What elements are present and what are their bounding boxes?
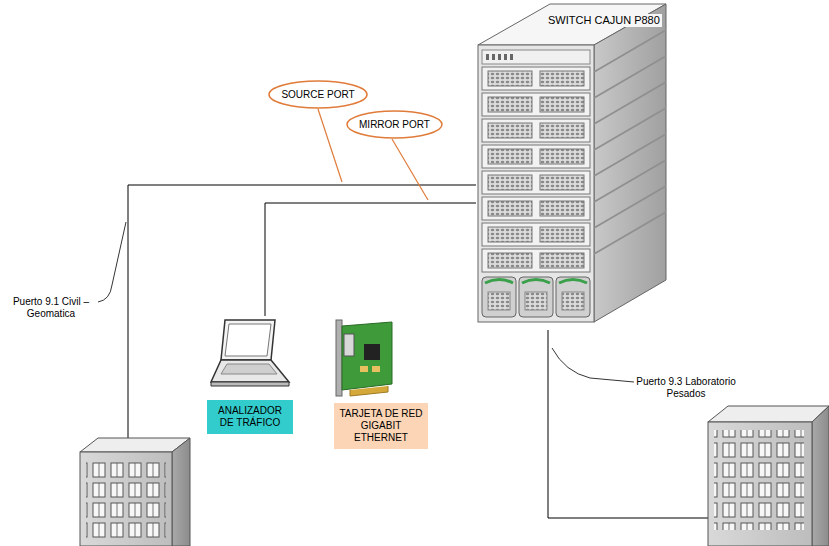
leader-line: [552, 348, 634, 382]
building: [708, 406, 829, 546]
mirror-wire: [265, 203, 476, 316]
switch-node: SWITCH CAJUN P880: [470, 0, 670, 335]
callout-leader: [318, 109, 342, 182]
port-label: Puerto 9.1 Civil – Geomatica: [6, 296, 96, 320]
network-card: [336, 320, 392, 396]
switch-label: SWITCH CAJUN P880: [546, 14, 662, 27]
source-wire: [128, 185, 476, 470]
box-text: ANALIZADOR DE TRÁFICO: [207, 400, 293, 434]
callout-oval: MIRROR PORT: [346, 110, 443, 139]
callout-text: SOURCE PORT: [281, 89, 354, 101]
callout-oval: SOURCE PORT: [268, 80, 368, 109]
port-label: Puerto 9.3 Laboratorio Pesados: [636, 376, 736, 400]
port-wire: [548, 330, 708, 518]
leader-line: [98, 222, 126, 302]
building: [80, 438, 190, 546]
callout-text: MIRROR PORT: [359, 119, 430, 131]
switch-rack: [470, 0, 670, 335]
label-box: TARJETA DE RED GIGABIT ETHERNET: [334, 403, 428, 449]
callout-leader: [392, 139, 428, 200]
laptop-icon: [205, 316, 295, 394]
analyzer-node: ANALIZADOR DE TRÁFICO: [204, 316, 296, 434]
box-text: TARJETA DE RED GIGABIT ETHERNET: [334, 403, 428, 449]
